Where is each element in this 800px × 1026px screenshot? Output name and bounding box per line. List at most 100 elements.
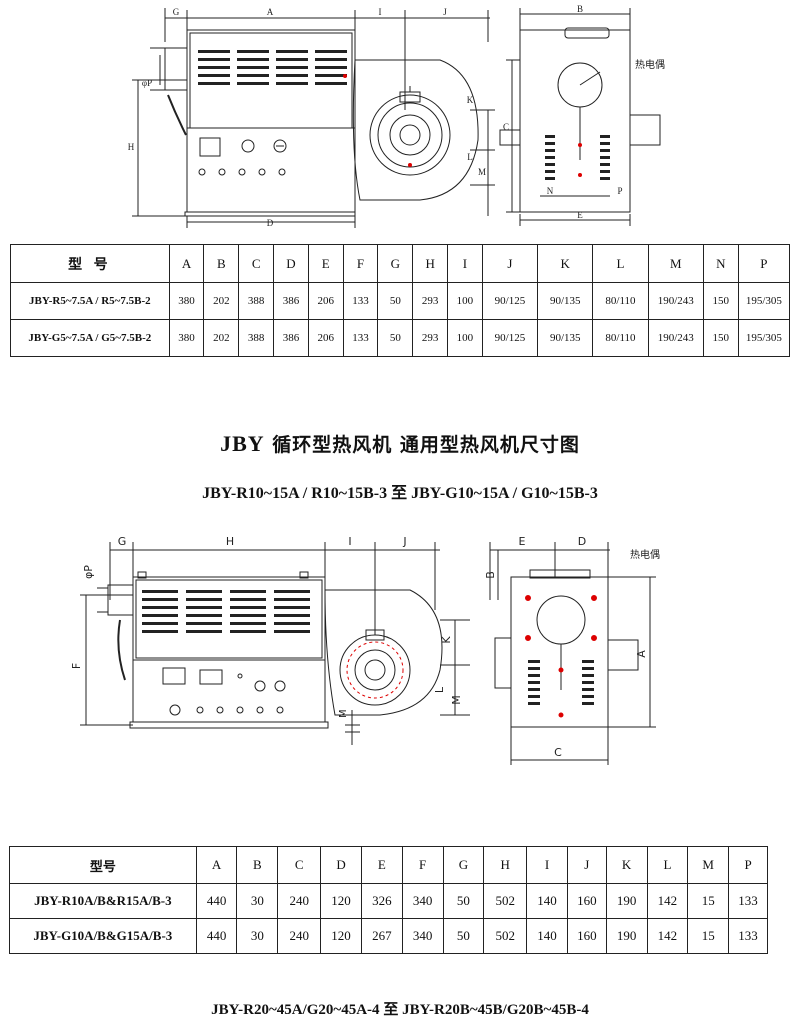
subtitle-right: JBY-R20B~45B/G20B~45B-4 (402, 1002, 589, 1018)
table-cell: 502 (483, 918, 528, 954)
subtitle-right: JBY-G10~15A / G10~15B-3 (411, 485, 598, 502)
table-cell: 80/110 (592, 282, 649, 320)
header-cell: G (377, 244, 414, 283)
table-cell: 380 (168, 319, 205, 357)
dim-label: D (578, 535, 586, 548)
table-cell: 160 (566, 883, 607, 919)
model-cell: JBY-G5~7.5A / G5~7.5B-2 (10, 319, 170, 357)
subtitle-left: JBY-R20~45A/G20~45A-4 (211, 1002, 380, 1018)
table-cell: 267 (360, 918, 403, 954)
table-cell: 80/110 (592, 319, 649, 357)
table-cell: 133 (728, 918, 768, 954)
dim-label: D (267, 218, 274, 228)
dim-label: I (348, 535, 351, 548)
dim-label: B (484, 571, 497, 579)
dim-label: N (547, 186, 554, 196)
table-cell: 388 (238, 319, 275, 357)
table-cell: 340 (401, 918, 444, 954)
table-cell: 140 (526, 918, 568, 954)
header-cell: P (737, 244, 791, 283)
dim-label: B (577, 4, 583, 14)
header-cell: J (481, 244, 539, 283)
header-cell: P (728, 846, 768, 884)
header-cell: K (605, 846, 648, 884)
header-cell: N (702, 244, 739, 283)
table-cell: 160 (566, 918, 607, 954)
dim-label: A (635, 650, 648, 658)
header-cell: L (592, 244, 649, 283)
header-cell: E (360, 846, 403, 884)
table-cell: 50 (377, 282, 414, 320)
table-cell: 386 (273, 282, 309, 320)
table-cell: 133 (342, 282, 379, 320)
table-cell: 190 (605, 918, 648, 954)
header-cell: I (526, 846, 568, 884)
table-cell: 133 (342, 319, 379, 357)
subtitle-left: JBY-R10~15A / R10~15B-3 (202, 485, 388, 502)
heater-dimension-drawing-small: G A I J B H φP K L M C N P D E 热电偶 (128, 4, 665, 228)
table-cell: 50 (442, 918, 485, 954)
table-cell: 133 (728, 883, 768, 919)
table-cell: 293 (412, 282, 449, 320)
header-cell: D (273, 244, 309, 283)
dim-label: φP (82, 565, 95, 579)
thermocouple-callout: 热电偶 (635, 58, 665, 71)
header-cell: B (203, 244, 240, 283)
table-header-row: 型号 A B C D E F G H I J K L M P (9, 846, 768, 884)
table-cell: 50 (377, 319, 414, 357)
table-cell: 386 (273, 319, 309, 357)
table-cell: 100 (447, 319, 483, 357)
dim-label: K (440, 636, 453, 644)
table-cell: 206 (307, 282, 344, 320)
table-cell: 90/125 (481, 282, 539, 320)
dim-label: M (478, 167, 486, 177)
model-cell: JBY-R5~7.5A / R5~7.5B-2 (10, 282, 170, 320)
header-cell: M (647, 244, 704, 283)
header-cell: 型号 (9, 846, 197, 884)
dim-label: L (467, 152, 473, 162)
dim-label: H (226, 535, 234, 548)
dim-label: E (519, 535, 526, 548)
page-title: JBY 循环型热风机 通用型热风机尺寸图 (0, 430, 800, 457)
dim-label: H (128, 142, 135, 152)
table-cell: 380 (168, 282, 205, 320)
dim-label: J (402, 535, 406, 548)
dim-label: φP (142, 78, 152, 88)
header-cell: K (537, 244, 594, 283)
header-cell: A (195, 846, 238, 884)
table-cell: 202 (203, 282, 240, 320)
dim-label: F (70, 663, 83, 669)
table-cell: 90/135 (537, 282, 594, 320)
table-cell: 100 (447, 282, 483, 320)
section-subtitle-2: JBY-R20~45A/G20~45A-4 至 JBY-R20B~45B/G20… (0, 998, 800, 1019)
table-cell: 15 (687, 918, 730, 954)
dim-label: C (503, 122, 509, 132)
table-cell: 190/243 (647, 282, 704, 320)
table-cell: 440 (195, 918, 238, 954)
table-row: JBY-G5~7.5A / G5~7.5B-2 380 202 388 386 … (10, 319, 791, 357)
dim-label: L (433, 686, 446, 693)
header-cell: H (483, 846, 528, 884)
table-cell: 120 (320, 883, 362, 919)
table-row: JBY-R10A/B&R15A/B-3 440 30 240 120 326 3… (9, 883, 768, 919)
header-cell: H (412, 244, 449, 283)
table-cell: 190 (605, 883, 648, 919)
header-cell: M (687, 846, 730, 884)
section-subtitle-1: JBY-R10~15A / R10~15B-3 至 JBY-G10~15A / … (0, 479, 800, 503)
spec-table-medium: 型号 A B C D E F G H I J K L M P JBY-R10A/… (9, 846, 768, 954)
table-cell: 326 (360, 883, 403, 919)
title-chinese: 循环型热风机 通用型热风机尺寸图 (272, 434, 580, 456)
table-cell: 15 (687, 883, 730, 919)
table-cell: 30 (236, 918, 279, 954)
spec-table-small: 型 号 A B C D E F G H I J K L M N P JBY-R5… (10, 244, 791, 357)
model-cell: JBY-R10A/B&R15A/B-3 (9, 883, 197, 919)
table-cell: 293 (412, 319, 449, 357)
table-cell: 50 (442, 883, 485, 919)
table-row: JBY-R5~7.5A / R5~7.5B-2 380 202 388 386 … (10, 282, 791, 320)
dim-label: A (267, 7, 274, 17)
header-cell: F (342, 244, 379, 283)
dim-label: M (450, 695, 463, 705)
header-cell: I (447, 244, 483, 283)
header-cell: D (320, 846, 362, 884)
header-cell: B (236, 846, 279, 884)
